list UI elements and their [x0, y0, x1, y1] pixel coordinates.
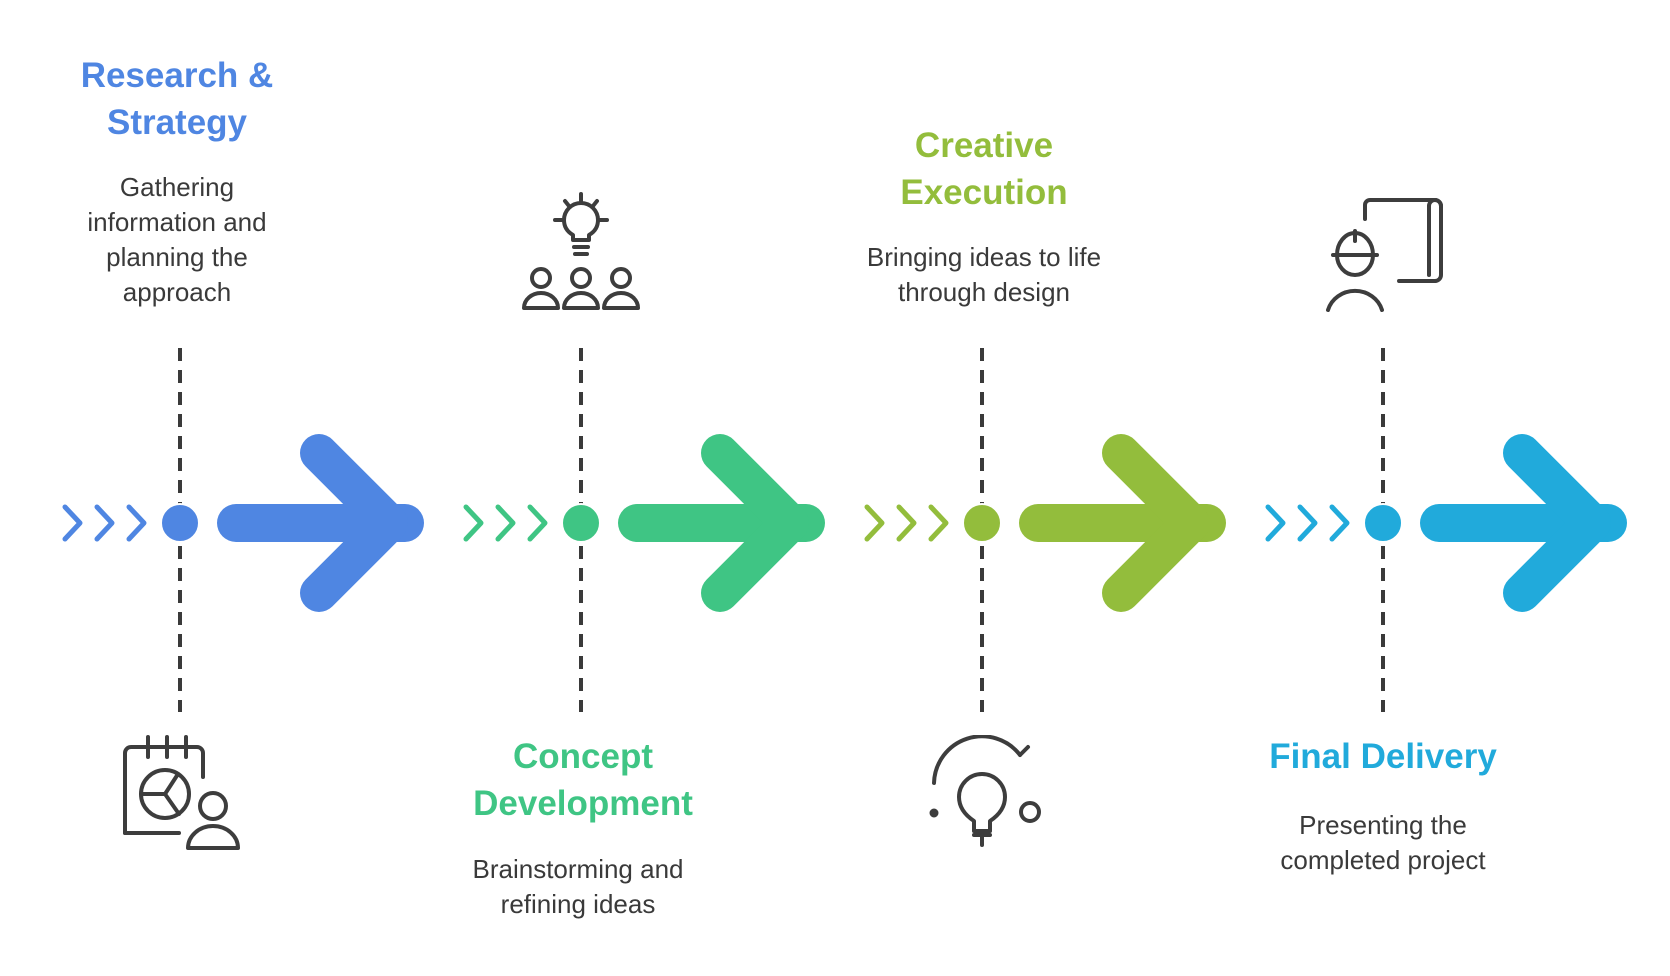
step-title: Final Delivery: [1223, 733, 1543, 780]
chevron-icon: [1265, 504, 1286, 542]
timeline-node: [561, 503, 601, 543]
step-description-line: Gathering: [119, 172, 235, 202]
chevron-icon: [495, 504, 516, 542]
arrow-head: [300, 434, 408, 612]
arrow-right-icon: [1420, 434, 1627, 612]
arrow-right-icon: [1019, 434, 1226, 612]
step-description-line: Bringing ideas to life: [866, 242, 1102, 272]
step-title-line: Creative: [914, 126, 1054, 165]
chevron-icon: [527, 504, 548, 542]
lightbulb-team-icon: [522, 192, 640, 310]
timeline-node: [160, 503, 200, 543]
step-title-line: Development: [473, 784, 693, 823]
chevron-icon: [864, 504, 885, 542]
calendar-chart-person-icon: [123, 735, 240, 850]
step-description: Bringing ideas to life through design: [824, 240, 1144, 310]
step-description-line: approach: [122, 277, 232, 307]
step-title-line: Execution: [900, 173, 1068, 212]
step-description-line: completed project: [1280, 845, 1486, 875]
step-description-line: Brainstorming and: [472, 854, 684, 884]
chevron-icon: [62, 504, 83, 542]
timeline-node: [962, 503, 1002, 543]
step-title: Creative Execution: [824, 122, 1144, 216]
step-title-line: Final Delivery: [1269, 737, 1497, 776]
chevron-icon: [896, 504, 917, 542]
step-description-line: refining ideas: [500, 889, 656, 919]
lightbulb-orbit-icon: [929, 735, 1041, 847]
step-description-line: planning the: [106, 242, 248, 272]
step-description: Brainstorming and refining ideas: [418, 852, 738, 922]
chevron-icon: [463, 504, 484, 542]
step-description-line: Presenting the: [1299, 810, 1467, 840]
step-title-line: Concept: [513, 737, 653, 776]
step-description: Gathering information and planning the a…: [17, 170, 337, 310]
step-description-line: through design: [897, 277, 1071, 307]
arrow-head: [701, 434, 809, 612]
chevron-icon: [928, 504, 949, 542]
arrow-right-icon: [618, 434, 825, 612]
step-title: Research & Strategy: [17, 52, 337, 146]
step-title: Concept Development: [423, 733, 743, 827]
chevron-icon: [126, 504, 147, 542]
arrow-right-icon: [217, 434, 424, 612]
chevron-icon: [1329, 504, 1350, 542]
step-description-line: information and: [87, 207, 267, 237]
arrow-head: [1503, 434, 1611, 612]
chevron-icon: [1297, 504, 1318, 542]
chevron-icon: [94, 504, 115, 542]
engineer-blueprint-icon: [1326, 198, 1443, 312]
step-title-line: Strategy: [106, 103, 248, 142]
step-description: Presenting the completed project: [1223, 808, 1543, 878]
timeline-node: [1363, 503, 1403, 543]
step-title-line: Research &: [80, 56, 274, 95]
arrow-head: [1102, 434, 1210, 612]
